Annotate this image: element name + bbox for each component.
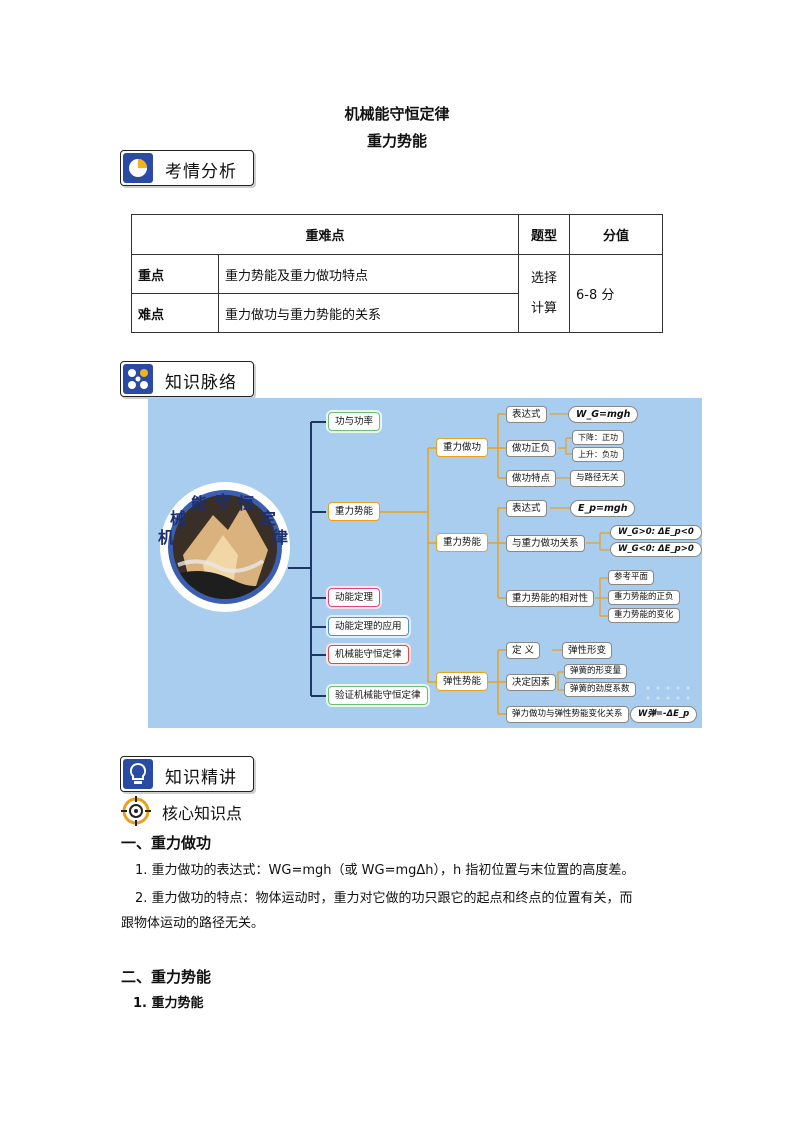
- branch-node: 动能定理: [328, 588, 381, 607]
- sub-node: 重力势能: [436, 533, 489, 552]
- paragraph: 1. 重力做功的表达式：WG=mgh（或 WG=mgΔh），h 指初位置与末位置…: [135, 863, 635, 878]
- leaf-node: 弹簧的形变量: [564, 664, 628, 679]
- table-row-label: 重点: [131, 254, 219, 294]
- center-char: 守: [215, 492, 232, 511]
- formula-node: W_G>0: ΔE_p<0: [610, 525, 702, 540]
- question-type-line: 选择: [530, 270, 557, 286]
- branch-node: 机械能守恒定律: [328, 645, 409, 664]
- center-emblem-image: [173, 495, 277, 599]
- leaf-node: 做功正负: [506, 440, 557, 457]
- question-type-line: 计算: [530, 300, 557, 316]
- section-header-lecture: 知识精讲: [120, 756, 254, 792]
- branch-node: 验证机械能守恒定律: [328, 686, 428, 705]
- page-subtitle: 重力势能: [366, 132, 427, 150]
- leaf-node: 表达式: [506, 500, 547, 517]
- table-cell: 重力势能及重力做功特点: [218, 254, 519, 294]
- center-char: 械: [170, 509, 187, 528]
- leaf-node: 重力势能的正负: [608, 590, 680, 605]
- section-title: 知识脉络: [165, 373, 237, 393]
- leaf-node: 定 义: [506, 642, 541, 659]
- branch-node: 动能定理的应用: [328, 617, 409, 636]
- center-char: 能: [191, 494, 208, 513]
- center-char: 定: [260, 509, 277, 528]
- sub-node: 重力做功: [436, 438, 489, 457]
- leaf-node: 做功特点: [506, 470, 557, 487]
- formula-node: W弹=-ΔE_p: [630, 706, 698, 723]
- heading-2: 二、重力势能: [121, 968, 212, 986]
- lightbulb-icon: [123, 759, 153, 789]
- branch-node: 功与功率: [328, 412, 381, 431]
- formula-node: E_p=mgh: [570, 500, 636, 517]
- score-cell: 6-8 分: [569, 254, 663, 333]
- table-row-label: 难点: [131, 293, 219, 333]
- leaf-node: 弹簧的劲度系数: [564, 682, 636, 697]
- heading-3: 1. 重力势能: [133, 996, 204, 1011]
- leaf-node: 下降：正功: [572, 430, 624, 445]
- question-type-cell: 选择 计算: [518, 254, 570, 333]
- formula-node: W_G=mgh: [568, 406, 639, 423]
- leaf-node: 与重力做功关系: [506, 535, 585, 552]
- leaf-node: 上升：负功: [572, 447, 624, 462]
- leaf-node: 重力势能的相对性: [506, 590, 595, 607]
- target-icon: [121, 796, 151, 826]
- leaf-node: 重力势能的变化: [608, 608, 680, 623]
- heading-1: 一、重力做功: [121, 834, 212, 852]
- section-header-network: 知识脉络: [120, 361, 254, 397]
- center-char: 恒: [238, 494, 255, 513]
- leaf-node: 与路径无关: [570, 470, 625, 487]
- knowledge-mindmap: 机 械 能 守 恒 定 律 功与功率 重力势能 动能定理 动能定理的应用 机械能…: [148, 398, 702, 728]
- table-cell: 重力做功与重力势能的关系: [218, 293, 519, 333]
- table-header: 分值: [569, 214, 663, 255]
- leaf-node: 决定因素: [506, 674, 557, 691]
- page-title: 机械能守恒定律: [344, 105, 450, 123]
- difficulty-table: 重难点 题型 分值 重点 重力势能及重力做功特点 选择 计算 6-8 分 难点 …: [131, 214, 663, 333]
- sub-node: 弹性势能: [436, 672, 489, 691]
- leaf-node: 弹力做功与弹性势能变化关系: [506, 706, 629, 723]
- leaf-node: 弹性形变: [562, 642, 613, 659]
- center-char: 律: [272, 528, 289, 547]
- section-header-analysis: 考情分析: [120, 150, 254, 186]
- table-header: 重难点: [131, 214, 519, 255]
- formula-node: W_G<0: ΔE_p>0: [610, 542, 702, 557]
- core-knowledge-title: 核心知识点: [162, 804, 243, 823]
- network-icon: [123, 364, 153, 394]
- pie-chart-icon: [123, 153, 153, 183]
- section-title: 知识精讲: [165, 768, 237, 788]
- leaf-node: 表达式: [506, 406, 547, 423]
- paragraph: 跟物体运动的路径无关。: [121, 916, 265, 931]
- paragraph: 2. 重力做功的特点：物体运动时，重力对它做的功只跟它的起点和终点的位置有关，而: [135, 891, 633, 906]
- branch-node: 重力势能: [328, 502, 381, 521]
- table-header: 题型: [518, 214, 570, 255]
- section-title: 考情分析: [165, 162, 237, 182]
- leaf-node: 参考平面: [608, 570, 655, 585]
- center-char: 机: [158, 528, 175, 547]
